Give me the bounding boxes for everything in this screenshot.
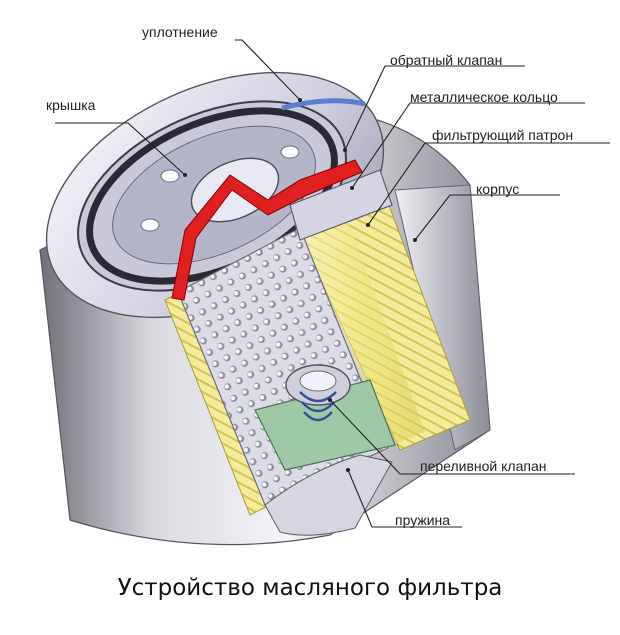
label-housing: корпус bbox=[476, 181, 519, 197]
label-bypass-valve: переливной клапан bbox=[420, 458, 546, 474]
label-check-valve: обратный клапан bbox=[390, 52, 502, 68]
label-seal: уплотнение bbox=[142, 24, 218, 40]
label-cap: крышка bbox=[46, 97, 95, 113]
label-spring: пружина bbox=[395, 512, 450, 528]
diagram-caption: Устройство масляного фильтра bbox=[0, 575, 620, 601]
label-metal-ring: металлическое кольцо bbox=[410, 89, 558, 105]
label-filter-cartridge: фильтрующий патрон bbox=[432, 127, 573, 143]
